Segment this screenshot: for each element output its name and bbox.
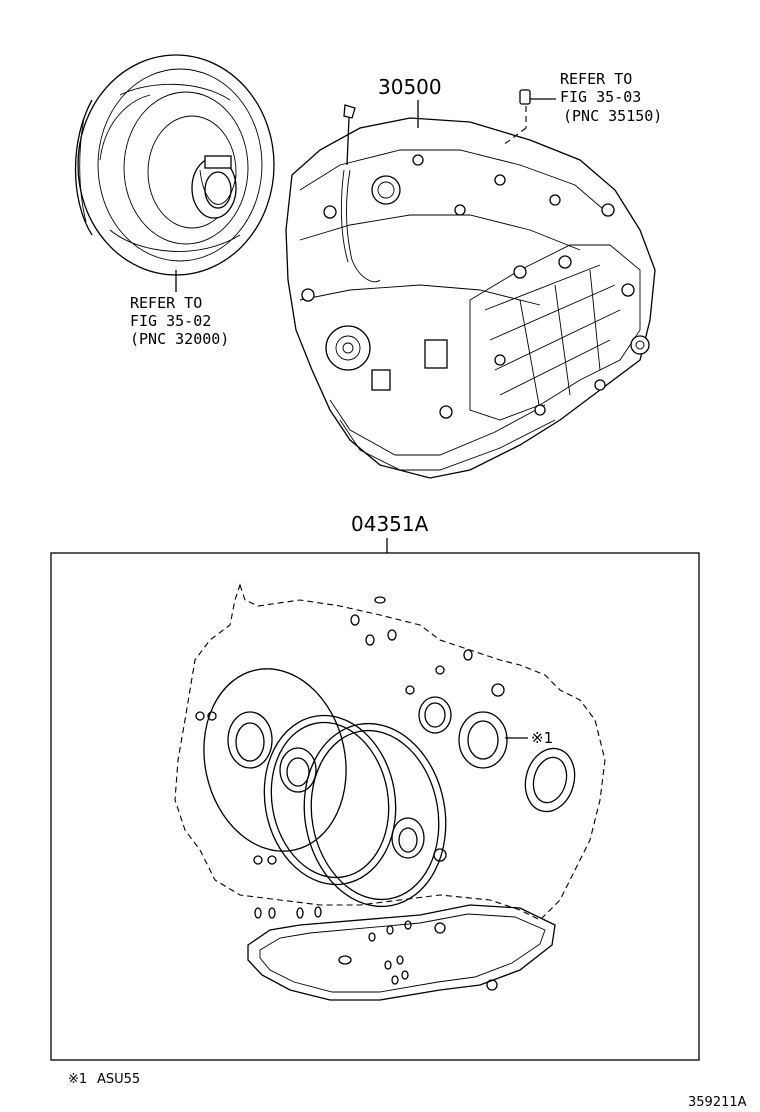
ref-line-1: REFER TO [560,70,632,88]
ref-line-3: (PNC 32000) [130,330,229,348]
gasket-kit-frame [50,552,700,1061]
gasket-kit-illustration [174,583,606,1001]
kit-item-marker: ※1 [531,729,553,747]
footnote: ※1 ASU55 [68,1072,140,1087]
torque-converter-reference: REFER TO FIG 35-02 (PNC 32000) [130,294,229,348]
transmission-part-number: 30500 [378,75,442,99]
ref-line-1: REFER TO [130,294,202,312]
footnote-marker: ※1 [68,1072,87,1087]
transmission-assembly-illustration [285,100,656,479]
footnote-text: ASU55 [97,1072,140,1087]
ref-line-2: FIG 35-03 [560,88,641,106]
torque-converter-illustration [74,54,275,292]
plug-illustration [501,89,556,147]
ref-line-2: FIG 35-02 [130,312,211,330]
ref-line-3: (PNC 35150) [563,107,662,125]
plug-reference: REFER TO FIG 35-03 (PNC 35150) [560,70,662,125]
gasket-kit-part-number: 04351A [351,512,429,536]
figure-id: 359211A [688,1095,747,1110]
